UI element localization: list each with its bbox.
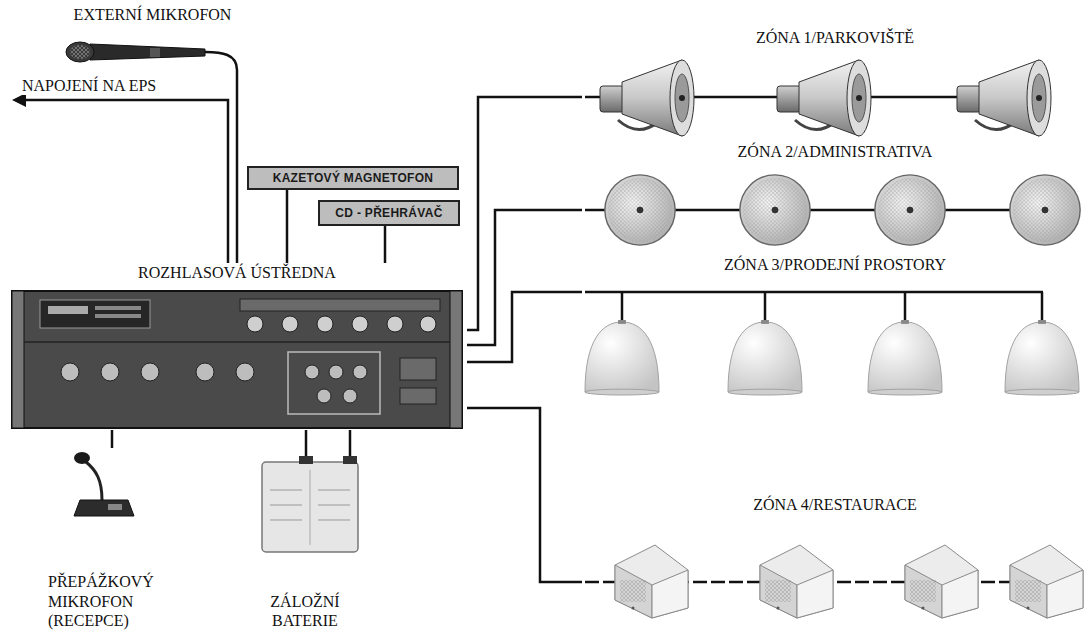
source-box: KAZETOVÝ MAGNETOFON: [247, 166, 459, 190]
caption-text: EXTERNÍ MIKROFON: [52, 5, 253, 24]
device-label: CD - PŘEHRÁVAČ: [335, 206, 442, 220]
wall-speaker: [905, 545, 978, 618]
wire: [236, 70, 239, 263]
device-label: KAZETOVÝ MAGNETOFON: [273, 171, 434, 185]
source-box: CD - PŘEHRÁVAČ: [318, 200, 460, 226]
battery-node: ZÁLOŽNÍ BATERIE: [242, 456, 368, 630]
wire: [305, 430, 308, 456]
dome-speaker: [728, 320, 802, 395]
caption-text: ROZHLASOVÁ ÚSTŘEDNA: [7, 263, 467, 282]
wire: [467, 97, 582, 330]
horn-speaker: [600, 60, 694, 136]
speaker-zone: ZÓNA 1/PARKOVIŠTĚ: [582, 28, 1088, 142]
speaker-zone: ZÓNA 4/RESTAURACE: [582, 495, 1088, 628]
ceiling-speaker: [875, 175, 945, 245]
horn-speakers: [585, 60, 1051, 136]
wire: [286, 190, 289, 263]
eps-arrow: [12, 93, 228, 263]
wire: [384, 226, 387, 263]
wire: [467, 408, 582, 582]
handheld-microphone: [66, 42, 237, 70]
amplifier-rack: [12, 291, 462, 428]
caption-text: PŘEPÁŽKOVÝ MIKROFON (RECEPCE): [48, 572, 184, 630]
caption-text: ZÓNA 3/PRODEJNÍ PROSTORY: [582, 255, 1088, 274]
microphone-node: PŘEPÁŽKOVÝ MIKROFON (RECEPCE): [40, 448, 184, 630]
speaker-zone: ZÓNA 3/PRODEJNÍ PROSTORY: [582, 255, 1088, 400]
horn-speaker: [957, 60, 1051, 136]
speaker-zone: ZÓNA 2/ADMINISTRATIVA: [582, 142, 1088, 252]
desk-microphone: [74, 452, 134, 516]
wall-speaker: [1010, 545, 1083, 618]
connection-label: NAPOJENÍ NA EPS: [20, 76, 158, 95]
wire: [349, 430, 352, 456]
caption-text: ZÁLOŽNÍ BATERIE: [242, 592, 368, 630]
wire: [467, 210, 582, 345]
ceiling-speaker: [1010, 175, 1080, 245]
caption-text: ZÓNA 2/ADMINISTRATIVA: [582, 142, 1088, 161]
caption-text: ZÓNA 4/RESTAURACE: [582, 495, 1088, 514]
caption-text: ZÓNA 1/PARKOVIŠTĚ: [582, 28, 1088, 47]
wall-speakers: [585, 545, 1083, 618]
dome-speaker: [868, 320, 942, 395]
horn-speaker: [777, 60, 871, 136]
wall-speaker: [760, 545, 833, 618]
ceiling-speaker: [740, 175, 810, 245]
backup-battery: [262, 456, 358, 552]
ceiling-speaker: [605, 175, 675, 245]
wire: [467, 292, 582, 362]
central-unit: ROZHLASOVÁ ÚSTŘEDNA: [7, 263, 467, 430]
wire: [111, 430, 114, 448]
microphone-node: EXTERNÍ MIKROFON: [52, 5, 253, 70]
dome-speaker: [585, 320, 659, 395]
wall-speaker: [615, 545, 688, 618]
dome-speaker: [1005, 320, 1079, 395]
dome-speakers: [585, 292, 1079, 395]
ceiling-speakers: [585, 175, 1080, 245]
